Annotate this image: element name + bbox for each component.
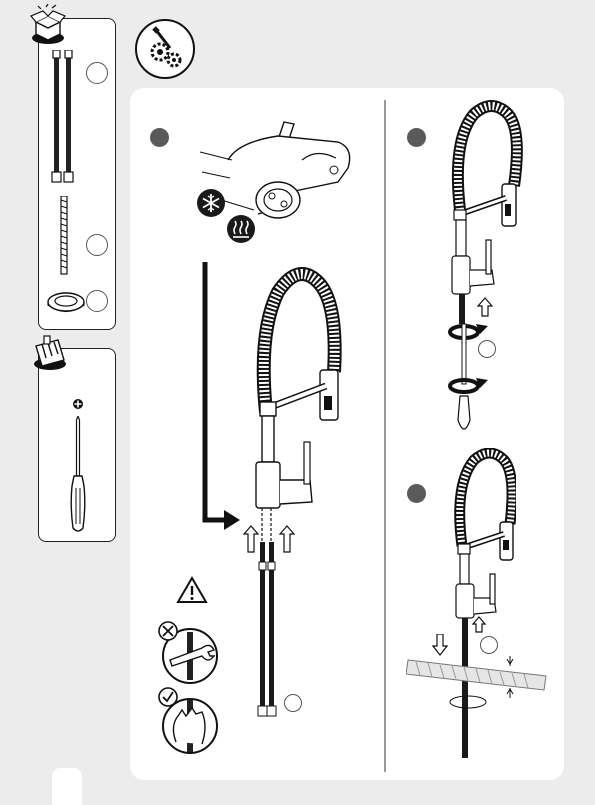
warning-triangle-icon [176,576,208,604]
threaded-rod-part [58,196,70,276]
part-marker-c [86,290,108,312]
screwdriver-icon [66,416,90,534]
panel-divider [384,100,386,772]
countertop-section [406,650,556,714]
hand-tighten-icon [156,686,220,756]
snowflake-icon [196,188,226,218]
part-marker-b-step2 [478,340,496,358]
faucet-illustration-large [238,262,348,728]
step-badge-3 [407,484,426,503]
page-tab [52,768,82,805]
heat-waves-icon [226,214,256,244]
part-marker-b [86,234,108,256]
open-box-icon [28,4,68,46]
gears-screwdriver-icon [134,18,196,80]
step-badge-1 [150,128,169,147]
part-marker-a-step1 [284,694,302,712]
step-badge-2 [407,128,426,147]
phillips-symbol-icon [72,398,84,410]
supply-hoses-part [48,50,78,186]
faucet-illustration-step2 [434,100,534,440]
part-marker-a [86,62,108,84]
toolbox-icon [30,334,70,372]
no-wrench-icon [156,620,220,684]
washer-part [46,290,86,314]
